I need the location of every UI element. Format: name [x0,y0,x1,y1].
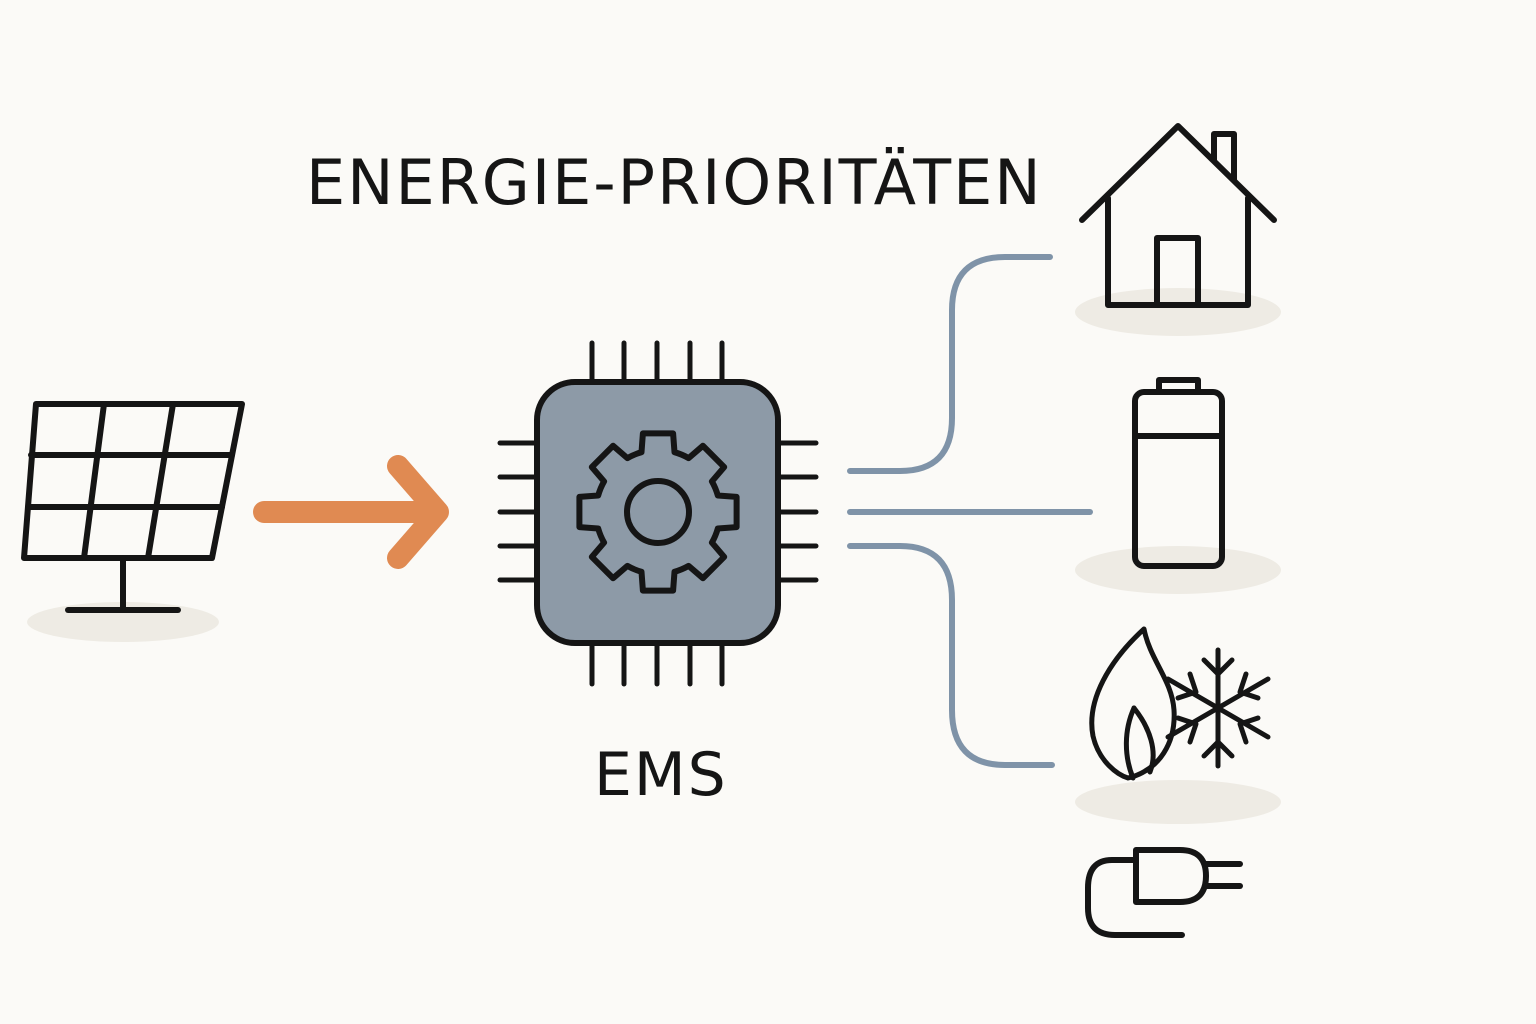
solar-panel-icon [21,401,245,613]
plug-icon [1085,847,1243,938]
battery-icon [1132,377,1225,569]
chip-gear-icon [497,340,819,687]
house-shadow [1075,288,1281,336]
battery-shadow [1075,546,1281,594]
heat-cool-shadow [1075,780,1281,824]
house-icon [1079,123,1277,308]
ems-label: EMS [594,740,728,810]
output-connectors [847,254,1093,768]
flame-icon [1089,626,1177,781]
diagram-title: ENERGIE-PRIORITÄTEN [306,146,1043,219]
energy-flow-arrow [253,455,449,569]
gear-icon [576,430,740,594]
snowflake-icon [1165,647,1271,769]
flame-snowflake-icon [1089,626,1271,781]
